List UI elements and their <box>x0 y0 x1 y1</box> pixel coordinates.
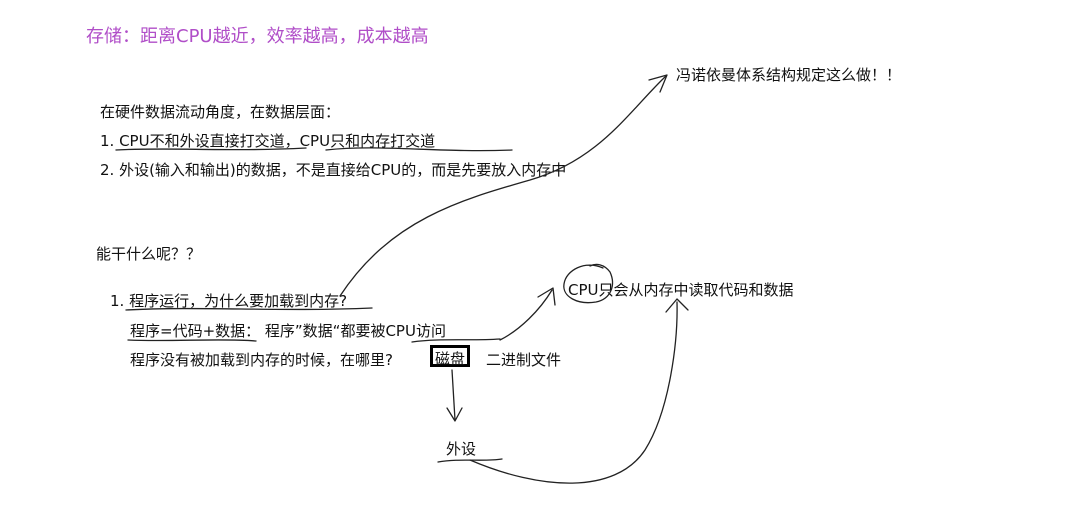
disk-highlight-box <box>430 345 470 367</box>
hardware-intro: 在硬件数据流动角度，在数据层面： <box>100 103 341 121</box>
disk-label: 磁盘 <box>435 350 466 368</box>
arrowhead-cpu-note <box>537 287 556 306</box>
arrow-to-cpu-note <box>499 289 553 341</box>
arrow-disk-to-peripheral <box>451 369 456 421</box>
arrow-to-von-neumann <box>339 75 667 297</box>
question-text: 能干什么呢？？ <box>96 245 202 263</box>
cpu-circle <box>563 263 614 304</box>
von-neumann-note: 冯诺依曼体系结构规定这么做！！ <box>676 66 902 84</box>
binary-file-label: 二进制文件 <box>486 351 562 369</box>
underline-point1-a <box>115 147 307 151</box>
page-title: 存储：距离CPU越近，效率越高，成本越高 <box>86 26 429 47</box>
underline-line1 <box>125 307 373 311</box>
arrowhead-von-neumann <box>648 74 668 93</box>
program-line-1: 1. 程序运行，为什么要加载到内存? <box>110 292 348 310</box>
underline-point1-b <box>325 147 513 152</box>
arrow-peripheral-to-memory <box>469 301 678 484</box>
program-line-3-prefix: 程序没有被加载到内存的时候，在哪里? <box>130 351 393 369</box>
hardware-point-1: 1. CPU不和外设直接打交道，CPU只和内存打交道 <box>100 132 436 150</box>
arrowhead-memory <box>665 298 689 313</box>
underline-line2-a <box>127 339 257 342</box>
peripheral-label: 外设 <box>446 440 477 458</box>
program-line-2: 程序=代码+数据： 程序”数据“都要被CPU访问 <box>130 322 446 340</box>
hardware-point-2: 2. 外设(输入和输出)的数据，不是直接给CPU的，而是先要放入内存中 <box>100 161 567 179</box>
arrowhead-peripheral <box>446 407 463 422</box>
underline-line2-b <box>411 338 501 343</box>
cpu-note: CPU只会从内存中读取代码和数据 <box>568 281 794 299</box>
